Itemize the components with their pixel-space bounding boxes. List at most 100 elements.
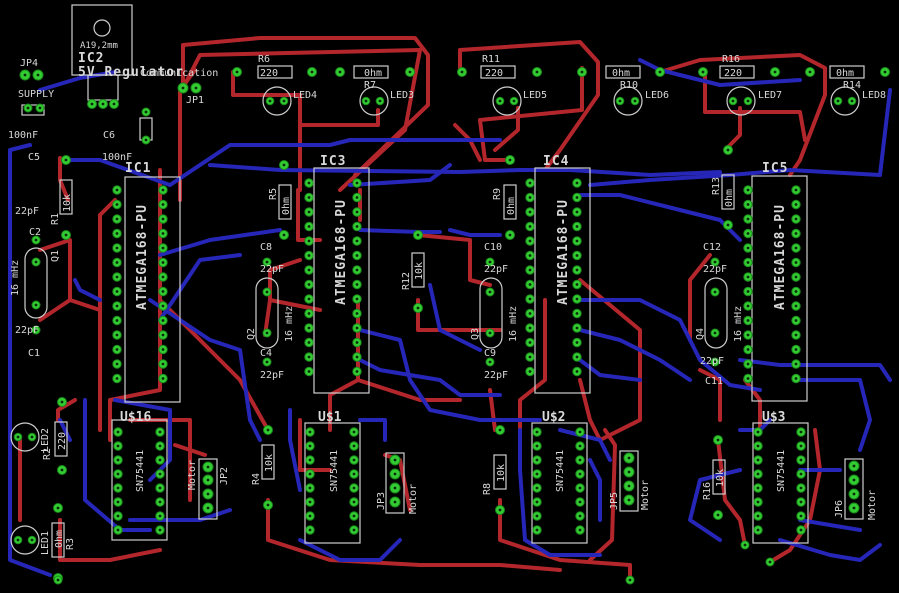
pad-hole [355, 268, 359, 272]
pad-hole [713, 290, 717, 294]
ic2-size: A19,2mm [80, 41, 118, 51]
pad-hole [161, 246, 165, 250]
pad-hole [575, 370, 579, 373]
led5-label: LED5 [523, 90, 547, 101]
pad-hole [158, 486, 162, 490]
pad-hole [34, 328, 38, 332]
r16b-value: 10k [715, 469, 726, 487]
pad-hole [308, 472, 312, 476]
pad-hole [158, 528, 162, 532]
pad-hole [112, 102, 116, 106]
c2-value: 22pF [15, 206, 39, 217]
pad-hole [144, 138, 148, 142]
pad-hole [115, 188, 119, 192]
pad-hole [701, 70, 705, 74]
pad-hole [393, 486, 397, 490]
us1-outline [304, 422, 361, 544]
pad-hole [161, 217, 165, 221]
r12-value: 10k [414, 262, 425, 280]
pad-hole [308, 528, 312, 532]
pad-hole [265, 331, 269, 335]
pad-hole [658, 70, 662, 74]
ic2-part: 5V Regulator [78, 65, 184, 80]
pad-hole [627, 456, 631, 460]
pad-hole [713, 331, 717, 335]
pad-hole [115, 319, 119, 322]
ic1-outline [124, 176, 181, 403]
pad-hole [116, 528, 120, 532]
jp5-label: Motor [640, 480, 651, 510]
pad-hole [355, 196, 359, 199]
pad-hole [575, 254, 579, 257]
c9-value: 22pF [484, 370, 508, 381]
pad-hole [378, 99, 382, 103]
pad-hole [575, 341, 579, 344]
q2-name: Q2 [246, 328, 257, 340]
pad-hole [746, 290, 750, 293]
pad-hole [746, 203, 750, 206]
pad-hole [528, 239, 532, 243]
us2-outline [531, 422, 588, 544]
pad-hole [578, 458, 582, 462]
jp1-label: Communication [140, 68, 218, 79]
crystal-q4 [704, 277, 728, 349]
pad-hole [528, 225, 532, 228]
r7-name: R7 [364, 80, 376, 91]
pad-hole [206, 492, 210, 496]
us2-part: SN75441 [555, 450, 566, 492]
r8-name: R8 [482, 483, 493, 495]
pad-hole [282, 163, 286, 167]
pad-hole [307, 254, 311, 257]
pad-hole [799, 444, 803, 448]
r12-name: R12 [401, 272, 412, 290]
jp2-name: JP2 [219, 467, 230, 485]
pad-hole [488, 360, 492, 364]
pad-hole [528, 254, 532, 257]
pad-hole [355, 326, 359, 330]
pad-hole [115, 362, 119, 366]
pad-hole [528, 312, 532, 315]
pad-hole [307, 326, 311, 330]
led1-label: LED1 [40, 531, 51, 555]
pad-hole [580, 70, 584, 74]
pad-hole [578, 472, 582, 476]
q1-value: 16 mHz [10, 260, 21, 296]
pad-hole [265, 260, 269, 264]
pad-hole [161, 362, 165, 366]
led4-outline [262, 86, 292, 116]
pad-hole [352, 486, 356, 490]
pad-hole [528, 181, 532, 185]
pad-hole [731, 99, 735, 103]
pad-hole [115, 203, 119, 206]
pad-hole [64, 233, 68, 237]
pad-hole [307, 225, 311, 228]
r8-value: 10k [496, 464, 507, 482]
pad-hole [308, 500, 312, 504]
pad-hole [535, 458, 539, 462]
pad-hole [575, 326, 579, 330]
pad-hole [618, 99, 622, 103]
pad-hole [307, 239, 311, 243]
pad-hole [799, 472, 803, 476]
pad-hole [416, 306, 420, 310]
r13-value: 0hm [724, 189, 735, 207]
r6-name: R6 [258, 54, 270, 65]
pad-hole [60, 468, 64, 472]
pad-hole [578, 444, 582, 448]
jp3-label: Motor [408, 484, 419, 514]
led7-outline [726, 86, 756, 116]
pad-hole [115, 348, 119, 351]
pad-hole [794, 217, 798, 221]
pad-hole [799, 430, 803, 434]
us2-name: U$2 [542, 410, 565, 425]
pad-hole [535, 430, 539, 434]
r16b-name: R16 [702, 482, 713, 500]
c12-value: 22pF [703, 264, 727, 275]
pad-hole [158, 458, 162, 462]
pad-hole [746, 362, 750, 366]
pad-hole [235, 70, 239, 74]
pad-hole [808, 70, 812, 74]
q4-value: 16 mHz [733, 306, 744, 342]
pad-hole [883, 70, 887, 74]
ic1-name: IC1 [125, 161, 151, 176]
